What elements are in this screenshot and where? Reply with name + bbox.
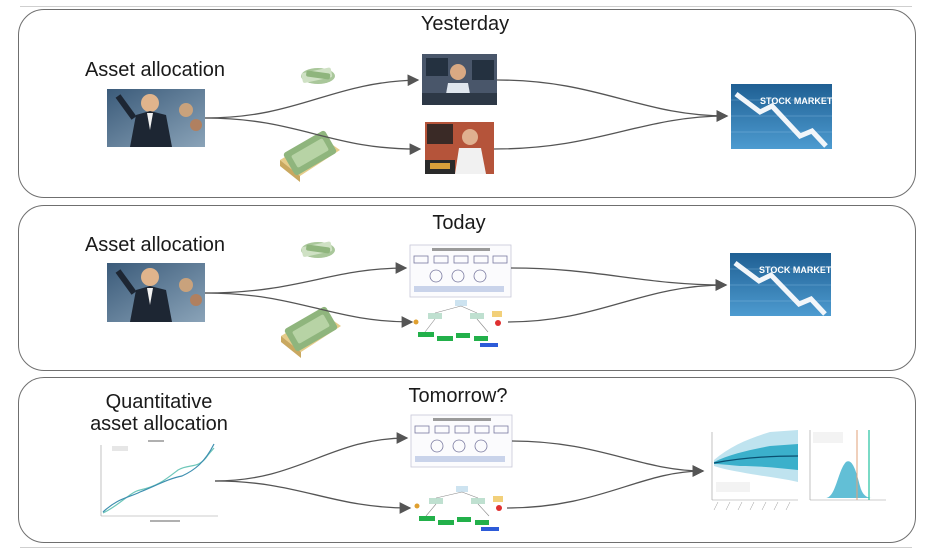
- quantitative-label-line1: Quantitative: [105, 391, 213, 413]
- stock-market-image: STOCK MARKET: [731, 84, 833, 149]
- small-cash-icon: [301, 241, 335, 258]
- decision-tree-image: [413, 300, 502, 347]
- distribution-histogram-thumbnail: [805, 426, 890, 516]
- speaker-photo: [107, 263, 205, 322]
- large-cash-stack-icon: [281, 306, 341, 358]
- flow-arrows-tomorrow: [214, 432, 705, 514]
- large-cash-stack-icon: [280, 130, 340, 182]
- asset-allocation-label: Asset allocation: [84, 59, 226, 81]
- decision-tree-image: [414, 486, 503, 531]
- simulation-fan-chart-thumbnail: [707, 428, 802, 520]
- trader-photo-2: [425, 122, 494, 174]
- trader-photo-1: [422, 54, 497, 105]
- small-cash-icon: [301, 67, 335, 84]
- flow-arrows-yesterday: [204, 74, 729, 155]
- algorithm-flowchart-image: [409, 244, 512, 298]
- stock-market-text: STOCK MARKET: [759, 265, 832, 275]
- speaker-photo: [107, 89, 205, 147]
- stock-market-image: STOCK MARKET: [730, 253, 832, 316]
- panel-title-yesterday: Yesterday: [420, 13, 510, 35]
- panel-title-today: Today: [432, 212, 486, 234]
- asset-allocation-label: Asset allocation: [84, 234, 226, 256]
- panel-title-tomorrow: Tomorrow?: [408, 385, 508, 407]
- top-divider: [20, 6, 912, 7]
- line-chart-thumbnail: [90, 438, 222, 524]
- algorithm-flowchart-image: [410, 414, 513, 468]
- stock-market-text: STOCK MARKET: [760, 96, 833, 106]
- quantitative-label-line2: asset allocation: [90, 413, 228, 435]
- flow-arrows-today: [204, 262, 728, 328]
- bottom-divider: [20, 547, 912, 548]
